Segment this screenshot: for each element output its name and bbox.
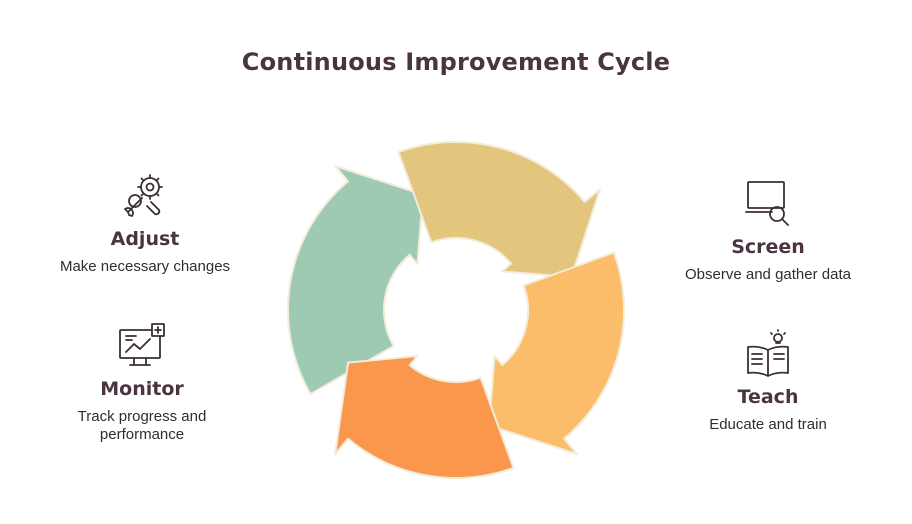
gears-wrench-icon [124,174,163,217]
step-monitor-label: Monitor [100,378,184,400]
step-monitor: Monitor Track progress and performance [52,322,232,444]
chart-monitor-icon [119,323,165,366]
step-screen-label: Screen [731,236,805,258]
cycle-arrow-monitor [334,355,515,480]
cycle-arrow-teach [488,251,626,455]
step-adjust: Adjust Make necessary changes [40,170,250,276]
step-teach-label: Teach [737,386,799,408]
cycle-arrow-screen [397,140,601,278]
step-monitor-description: Track progress and performance [77,408,207,443]
monitor-magnifier-icon [745,181,789,226]
step-teach-description: Educate and train [709,416,827,433]
page-title: Continuous Improvement Cycle [241,48,671,76]
step-screen: Screen Observe and gather data [668,178,868,284]
book-lightbulb-icon [747,329,789,377]
step-adjust-description: Make necessary changes [59,258,231,275]
step-screen-description: Observe and gather data [685,266,851,283]
step-teach: Teach Educate and train [678,328,858,434]
cycle-arrow-adjust [287,165,424,395]
cycle-arrows [287,140,626,480]
step-adjust-label: Adjust [110,228,180,250]
